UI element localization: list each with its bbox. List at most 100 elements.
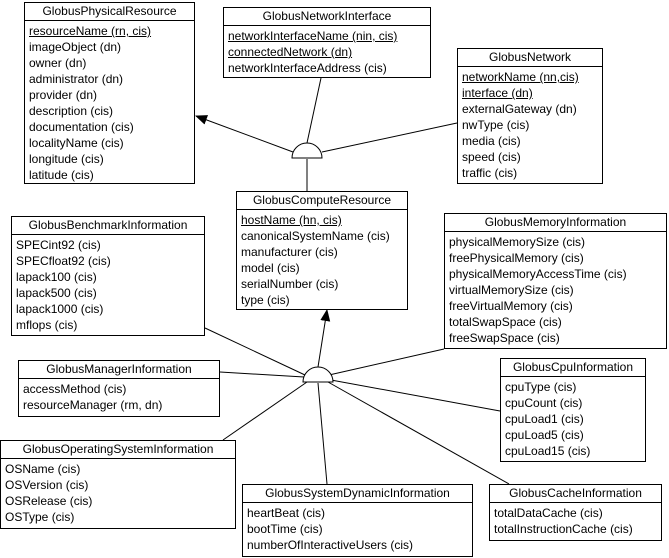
class-attribute: description (cis) bbox=[29, 104, 114, 118]
class-attribute: cpuLoad1 (cis) bbox=[505, 412, 584, 426]
class-attributes: networkName (nn,cis) interface (dn) extern… bbox=[458, 67, 602, 181]
connector-manager-junction bbox=[219, 371, 305, 378]
class-name: GlobusCpuInformation bbox=[501, 359, 645, 377]
class-attribute: lapack100 (cis) bbox=[16, 270, 97, 284]
class-globus-compute-resource: GlobusComputeResource hostName (hn, cis) c… bbox=[236, 191, 408, 310]
class-attributes: heartBeat (cis) bootTime (cis) numberOfInt… bbox=[243, 503, 472, 553]
class-attributes: OSName (cis) OSVersion (cis) OSRelease (ci… bbox=[1, 459, 235, 525]
class-attribute: documentation (cis) bbox=[29, 120, 134, 134]
class-attribute: localityName (cis) bbox=[29, 136, 124, 150]
class-attribute: freeSwapSpace (cis) bbox=[449, 331, 560, 345]
class-attribute: totalSwapSpace (cis) bbox=[449, 315, 562, 329]
class-attribute: accessMethod (cis) bbox=[23, 382, 127, 396]
class-attribute: resourceManager (rm, dn) bbox=[23, 398, 163, 412]
class-attribute: model (cis) bbox=[241, 261, 300, 275]
connector-cache-junction bbox=[327, 381, 510, 485]
class-attributes: SPECint92 (cis) SPECfloat92 (cis) lapack10… bbox=[12, 235, 204, 333]
class-attribute: bootTime (cis) bbox=[247, 522, 323, 536]
class-attribute: numberOfInteractiveUsers (cis) bbox=[247, 538, 414, 552]
class-key-attribute: connectedNetwork (dn) bbox=[228, 45, 353, 59]
connector-network-junction bbox=[321, 122, 458, 153]
class-attribute: SPECint92 (cis) bbox=[16, 238, 101, 252]
class-key-attribute: networkName (nn,cis) bbox=[462, 70, 579, 84]
class-attribute: SPECfloat92 (cis) bbox=[16, 254, 111, 268]
class-attribute: manufacturer (cis) bbox=[241, 245, 338, 259]
class-attribute: virtualMemorySize (cis) bbox=[449, 283, 574, 297]
connector-os-junction bbox=[222, 381, 308, 441]
class-attribute: OSRelease (cis) bbox=[5, 494, 93, 508]
class-attribute: networkInterfaceAddress (cis) bbox=[228, 61, 387, 75]
class-attributes: cpuType (cis) cpuCount (cis) cpuLoad1 (cis… bbox=[501, 377, 645, 459]
class-attribute: cpuCount (cis) bbox=[505, 396, 583, 410]
connector-dynamic-junction bbox=[317, 382, 328, 485]
class-attribute: latitude (cis) bbox=[29, 168, 94, 182]
class-attribute: heartBeat (cis) bbox=[247, 506, 326, 520]
class-attribute: nwType (cis) bbox=[462, 118, 530, 132]
class-key-attribute: interface (dn) bbox=[462, 86, 533, 100]
class-attribute: cpuLoad5 (cis) bbox=[505, 428, 584, 442]
class-attribute: traffic (cis) bbox=[462, 166, 518, 180]
class-attribute: OSVersion (cis) bbox=[5, 478, 89, 492]
class-attribute: physicalMemoryAccessTime (cis) bbox=[449, 267, 627, 281]
class-attribute: lapack1000 (cis) bbox=[16, 302, 104, 316]
class-attribute: totalInstructionCache (cis) bbox=[494, 522, 633, 536]
class-attribute: owner (dn) bbox=[29, 56, 87, 70]
class-name: GlobusOperatingSystemInformation bbox=[1, 441, 235, 459]
class-attributes: physicalMemorySize (cis) freePhysicalMemo… bbox=[445, 232, 666, 346]
inheritance-junction-bottom bbox=[302, 366, 334, 383]
class-attribute: totalDataCache (cis) bbox=[494, 506, 603, 520]
class-attributes: accessMethod (cis) resourceManager (rm, d… bbox=[19, 379, 219, 413]
class-attributes: resourceName (rn, cis) imageObject (dn) ow… bbox=[25, 21, 194, 183]
class-name: GlobusManagerInformation bbox=[19, 361, 219, 379]
class-attribute: freeVirtualMemory (cis) bbox=[449, 299, 573, 313]
class-attributes: networkInterfaceName (nin, cis) connected… bbox=[224, 26, 430, 76]
class-name: GlobusPhysicalResource bbox=[25, 3, 194, 21]
class-attribute: provider (dn) bbox=[29, 88, 98, 102]
class-attribute: longitude (cis) bbox=[29, 152, 104, 166]
class-name: GlobusMemoryInformation bbox=[445, 214, 666, 232]
connector-bench-junction bbox=[204, 327, 306, 376]
class-name: GlobusSystemDynamicInformation bbox=[243, 485, 472, 503]
connector-cpu-junction bbox=[330, 379, 501, 412]
inheritance-junction-top bbox=[291, 142, 323, 159]
class-attribute: mflops (cis) bbox=[16, 318, 78, 332]
class-attribute: lapack500 (cis) bbox=[16, 286, 97, 300]
class-attribute: cpuType (cis) bbox=[505, 380, 577, 394]
class-name: GlobusComputeResource bbox=[237, 192, 407, 210]
class-attribute: serialNumber (cis) bbox=[241, 277, 339, 291]
class-attribute: administrator (dn) bbox=[29, 72, 124, 86]
class-attribute: imageObject (dn) bbox=[29, 40, 122, 54]
class-attribute: OSName (cis) bbox=[5, 462, 81, 476]
class-attribute: canonicalSystemName (cis) bbox=[241, 229, 390, 243]
connector-netif-junction bbox=[306, 77, 322, 144]
class-key-attribute: networkInterfaceName (nin, cis) bbox=[228, 29, 398, 43]
class-name: GlobusNetwork bbox=[458, 49, 602, 67]
class-globus-cpu-information: GlobusCpuInformation cpuType (cis) cpuCoun… bbox=[500, 358, 646, 462]
class-attributes: hostName (hn, cis) canonicalSystemName (c… bbox=[237, 210, 407, 308]
class-name: GlobusCacheInformation bbox=[490, 485, 661, 503]
arrow-to-compute-resource bbox=[317, 309, 331, 368]
class-attribute: cpuLoad15 (cis) bbox=[505, 444, 591, 458]
class-attributes: totalDataCache (cis) totalInstructionCach… bbox=[490, 503, 661, 537]
class-attribute: OSType (cis) bbox=[5, 510, 75, 524]
class-key-attribute: hostName (hn, cis) bbox=[241, 213, 342, 227]
class-attribute: type (cis) bbox=[241, 293, 290, 307]
connector-memory-junction bbox=[328, 348, 445, 376]
class-name: GlobusNetworkInterface bbox=[224, 8, 430, 26]
class-attribute: externalGateway (dn) bbox=[462, 102, 577, 116]
class-attribute: physicalMemorySize (cis) bbox=[449, 235, 586, 249]
arrow-to-physical-resource bbox=[195, 115, 294, 153]
class-attribute: freePhysicalMemory (cis) bbox=[449, 251, 584, 265]
class-key-attribute: resourceName (rn, cis) bbox=[29, 24, 152, 38]
class-attribute: speed (cis) bbox=[462, 150, 521, 164]
class-globus-network: GlobusNetwork networkName (nn,cis) interfa… bbox=[457, 48, 603, 184]
